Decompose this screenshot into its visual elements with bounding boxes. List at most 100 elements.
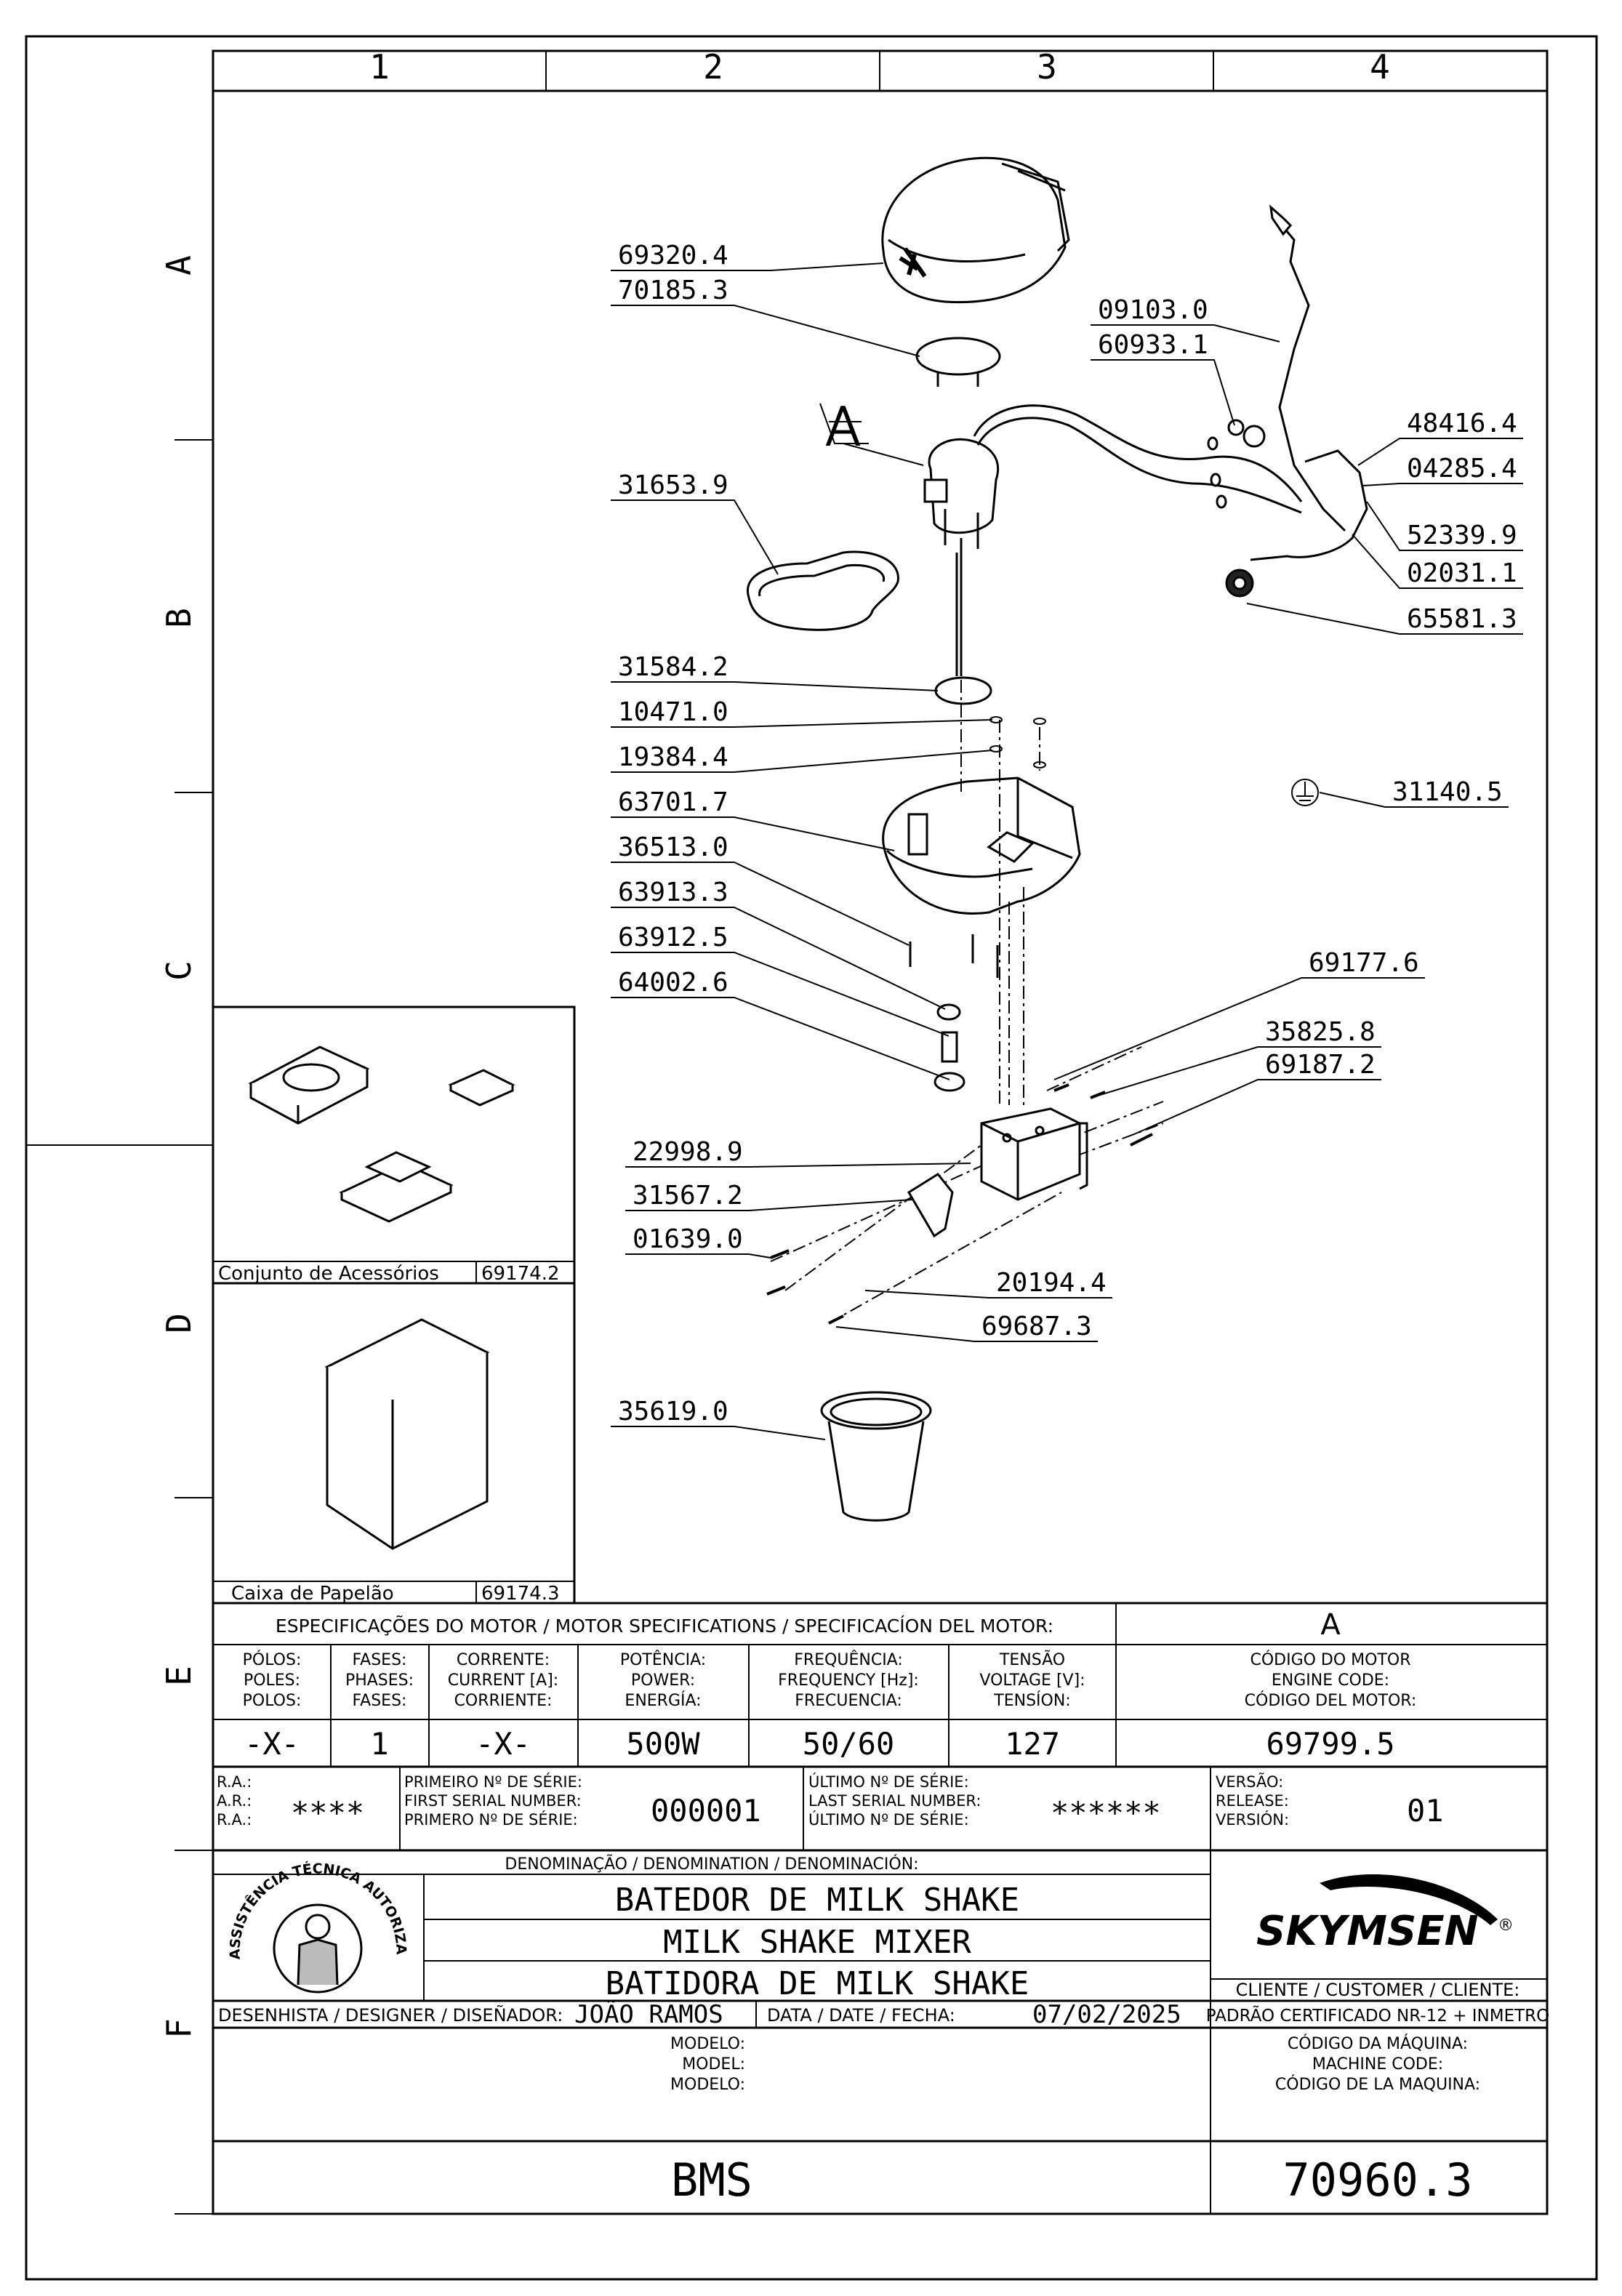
box-inset: Caixa de Papelão 69174.3 <box>212 1282 576 1605</box>
col-label: 2 <box>703 47 723 87</box>
part-number: 31140.5 <box>1392 777 1503 807</box>
part-number: 69687.3 <box>981 1312 1092 1341</box>
spec-value: -X- <box>244 1726 300 1762</box>
lid-part <box>881 156 1070 304</box>
spec-label: FASES: <box>353 1651 407 1669</box>
part-number: 10471.0 <box>618 697 728 727</box>
spec-label: POWER: <box>631 1671 695 1690</box>
spec-label: FASES: <box>353 1692 407 1710</box>
spec-label: PÓLOS: <box>243 1650 302 1669</box>
part-number: 65581.3 <box>1407 604 1517 634</box>
motor-specs-heading: ESPECIFICAÇÕES DO MOTOR / MOTOR SPECIFIC… <box>276 1615 1053 1637</box>
row-label: C <box>159 960 198 981</box>
spec-value: 69799.5 <box>1266 1726 1394 1762</box>
first-serial-label: FIRST SERIAL NUMBER: <box>404 1792 582 1810</box>
spec-label: ENERGÍA: <box>625 1691 701 1710</box>
part-number: 31567.2 <box>633 1181 743 1211</box>
spec-label: VOLTAGE [V]: <box>979 1671 1085 1690</box>
version-label: VERSÃO: <box>1216 1772 1283 1791</box>
machine-code-labels: CÓDIGO DA MÁQUINA: MACHINE CODE: CÓDIGO … <box>1275 2034 1480 2094</box>
coupling-part <box>934 676 992 705</box>
part-number: 04285.4 <box>1407 454 1517 483</box>
machine-code-label: MACHINE CODE: <box>1312 2055 1443 2074</box>
spec-label: CORRIENTE: <box>454 1692 553 1710</box>
part-number: 52339.9 <box>1407 521 1517 550</box>
spec-label: FRECUENCIA: <box>795 1692 902 1710</box>
spec-label: CÓDIGO DEL MOTOR: <box>1245 1691 1417 1710</box>
model-labels: MODELO: MODEL: MODELO: <box>670 2035 745 2094</box>
part-number: 35825.8 <box>1265 1017 1376 1047</box>
version-value: 01 <box>1407 1793 1444 1829</box>
row-label: E <box>159 1666 198 1686</box>
row-label: A <box>159 255 198 276</box>
motor-detail-ref: A <box>1320 1608 1341 1642</box>
brand-logo: SKYMSEN ® <box>1256 1874 1514 1955</box>
part-number: 22998.9 <box>633 1137 743 1167</box>
ground-symbol <box>1291 779 1319 806</box>
spec-label: CÓDIGO DO MOTOR <box>1250 1650 1410 1669</box>
row-labels: A B C D E F <box>159 255 198 2039</box>
row-label: F <box>159 2018 198 2039</box>
part-number: 01639.0 <box>633 1224 743 1254</box>
part-number: 36513.0 <box>618 832 728 862</box>
certification-standard: PADRÃO CERTIFICADO NR-12 + INMETRO <box>1206 2005 1550 2026</box>
bushing-parts <box>934 1003 965 1092</box>
last-serial-label: ÚLTIMO Nº DE SÉRIE: <box>808 1810 969 1829</box>
last-serial-label: ÚLTIMO Nº DE SÉRIE: <box>808 1773 969 1791</box>
client-label: CLIENTE / CUSTOMER / CLIENTE: <box>1236 1980 1520 2000</box>
model-label: MODELO: <box>670 2076 745 2094</box>
part-number: 35619.0 <box>618 1397 728 1426</box>
first-serial-value: 000001 <box>651 1793 761 1829</box>
part-number: 48416.4 <box>1407 409 1517 438</box>
motor-spec-labels: PÓLOS: POLES: POLOS: FASES: PHASES: FASE… <box>243 1650 1417 1710</box>
version-label: RELEASE: <box>1216 1792 1289 1810</box>
ra-label: R.A.: <box>217 1773 252 1791</box>
row-label: D <box>159 1313 198 1333</box>
power-cord <box>973 204 1368 598</box>
part-number: 20194.4 <box>996 1268 1107 1298</box>
serial-labels: R.A.: A.R.: R.A.: PRIMEIRO Nº DE SÉRIE: … <box>217 1772 1289 1829</box>
base-screws <box>909 934 999 978</box>
part-number: 70185.3 <box>618 276 728 305</box>
brand-name: SKYMSEN <box>1256 1908 1478 1955</box>
accessories-inset: Conjunto de Acessórios 69174.2 <box>212 1005 576 1285</box>
part-number: 69187.2 <box>1265 1050 1376 1080</box>
base-housing <box>882 776 1081 915</box>
machine-code-label: CÓDIGO DA MÁQUINA: <box>1288 2034 1468 2053</box>
spec-label: FREQUÊNCIA: <box>794 1650 903 1669</box>
mounting-bracket <box>980 1107 1088 1201</box>
accessories-label: Conjunto de Acessórios <box>218 1263 439 1285</box>
machine-code-label: CÓDIGO DE LA MAQUINA: <box>1275 2075 1480 2094</box>
leader-lines <box>611 262 1523 1440</box>
box-label: Caixa de Papelão <box>231 1583 394 1605</box>
col-label: 1 <box>369 47 390 87</box>
product-name-en: MILK SHAKE MIXER <box>663 1924 971 1961</box>
spec-value: 500W <box>626 1726 700 1762</box>
part-number: 31653.9 <box>618 470 728 500</box>
accessories-code: 69174.2 <box>481 1263 560 1285</box>
part-number: 09103.0 <box>1098 295 1208 325</box>
spec-label: PHASES: <box>345 1671 414 1690</box>
column-labels: 1 2 3 4 <box>369 47 1390 87</box>
part-numbers: 69320.4 70185.3 31653.9 31584.2 10471.0 … <box>618 241 1517 1426</box>
col-label: 3 <box>1037 47 1057 87</box>
part-number: 64002.6 <box>618 968 728 998</box>
last-serial-value: ****** <box>1051 1795 1161 1831</box>
machine-code-value: 70960.3 <box>1282 2153 1472 2207</box>
row-label: B <box>159 608 198 628</box>
product-name-es: BATIDORA DE MILK SHAKE <box>606 1965 1029 2002</box>
designer-label: DESENHISTA / DESIGNER / DISEÑADOR: <box>218 2004 563 2026</box>
gasket-part <box>747 550 899 631</box>
part-number: 19384.4 <box>618 742 728 772</box>
part-number: 60933.1 <box>1098 330 1208 360</box>
assembly-axes <box>770 680 1164 1324</box>
model-value: BMS <box>671 2153 752 2207</box>
brand-registered: ® <box>1498 1916 1514 1935</box>
motor-part <box>923 438 1000 676</box>
spec-value: -X- <box>475 1726 531 1762</box>
badge-text: ASSISTÊNCIA TÉCNICA AUTORIZADA <box>0 0 409 1960</box>
spec-label: CURRENT [A]: <box>448 1671 558 1690</box>
spec-label: TENSÍON: <box>993 1691 1070 1710</box>
button-cap <box>915 337 1001 387</box>
